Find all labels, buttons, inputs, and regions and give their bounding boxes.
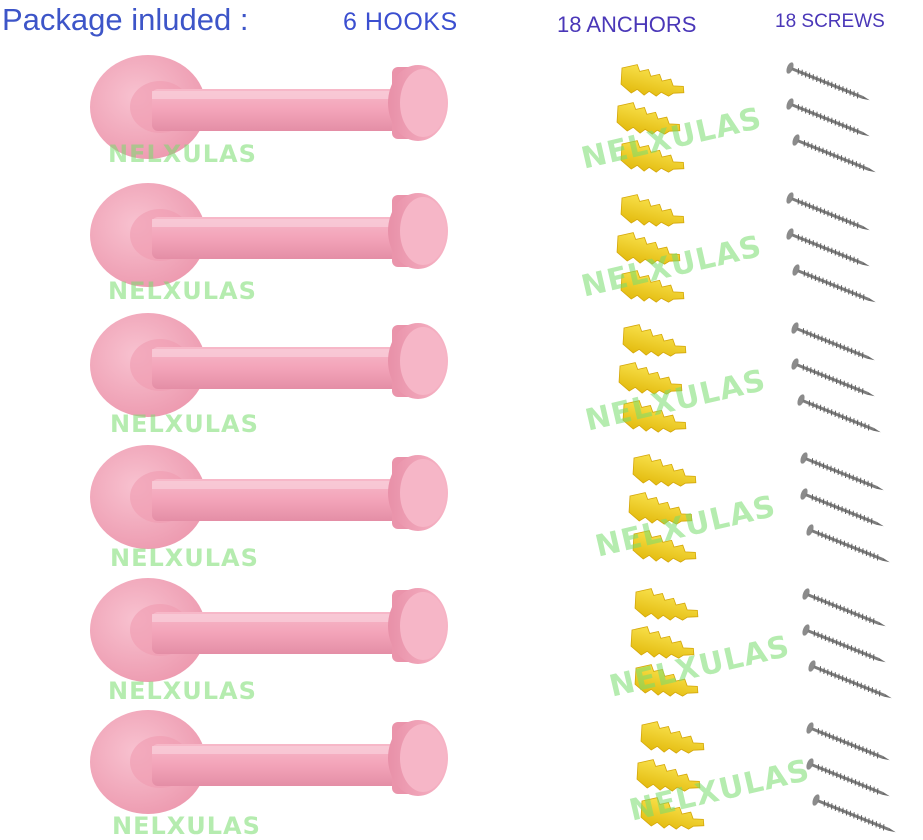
hook	[90, 55, 448, 159]
screws-count-label: 18 SCREWS	[775, 11, 885, 32]
screw	[802, 624, 886, 663]
wall-anchor	[616, 102, 681, 135]
anchors-count-label: 18 ANCHORS	[557, 12, 697, 37]
package-title: Package inluded :	[2, 2, 249, 37]
wall-anchor	[630, 626, 695, 659]
watermark: NELXULAS	[108, 677, 257, 705]
screw	[786, 192, 870, 231]
wall-anchor	[620, 64, 685, 97]
screw	[792, 134, 876, 173]
screw	[786, 62, 870, 101]
screw	[800, 488, 884, 527]
wall-anchor	[636, 759, 701, 792]
hook	[90, 183, 448, 287]
hook	[90, 578, 448, 682]
wall-anchor	[640, 721, 705, 754]
hook	[90, 445, 448, 549]
screw	[812, 794, 896, 833]
watermark: NELXULAS	[108, 140, 257, 168]
screw	[797, 394, 881, 433]
wall-anchor	[628, 492, 693, 525]
screw	[786, 228, 870, 267]
wall-anchor	[622, 324, 687, 357]
wall-anchor	[634, 664, 699, 697]
hooks-count-label: 6 HOOKS	[343, 8, 458, 36]
watermark: NELXULAS	[110, 544, 259, 572]
wall-anchor	[620, 270, 685, 303]
wall-anchor	[618, 362, 683, 395]
wall-anchor	[632, 530, 697, 563]
screw	[792, 264, 876, 303]
watermark: NELXULAS	[112, 812, 261, 840]
wall-anchor	[640, 797, 705, 830]
wall-anchor	[620, 140, 685, 173]
watermark: NELXULAS	[108, 277, 257, 305]
screw	[802, 588, 886, 627]
watermark: NELXULAS	[110, 410, 259, 438]
wall-anchor	[622, 400, 687, 433]
wall-anchor	[634, 588, 699, 621]
hook	[90, 313, 448, 417]
wall-anchor	[620, 194, 685, 227]
wall-anchor	[632, 454, 697, 487]
wall-anchor	[616, 232, 681, 265]
screw	[800, 452, 884, 491]
hook	[90, 710, 448, 814]
screw	[786, 98, 870, 137]
screw	[806, 758, 890, 797]
screw	[808, 660, 892, 699]
screw	[806, 524, 890, 563]
screw	[791, 358, 875, 397]
screw	[791, 322, 875, 361]
screw	[806, 722, 890, 761]
